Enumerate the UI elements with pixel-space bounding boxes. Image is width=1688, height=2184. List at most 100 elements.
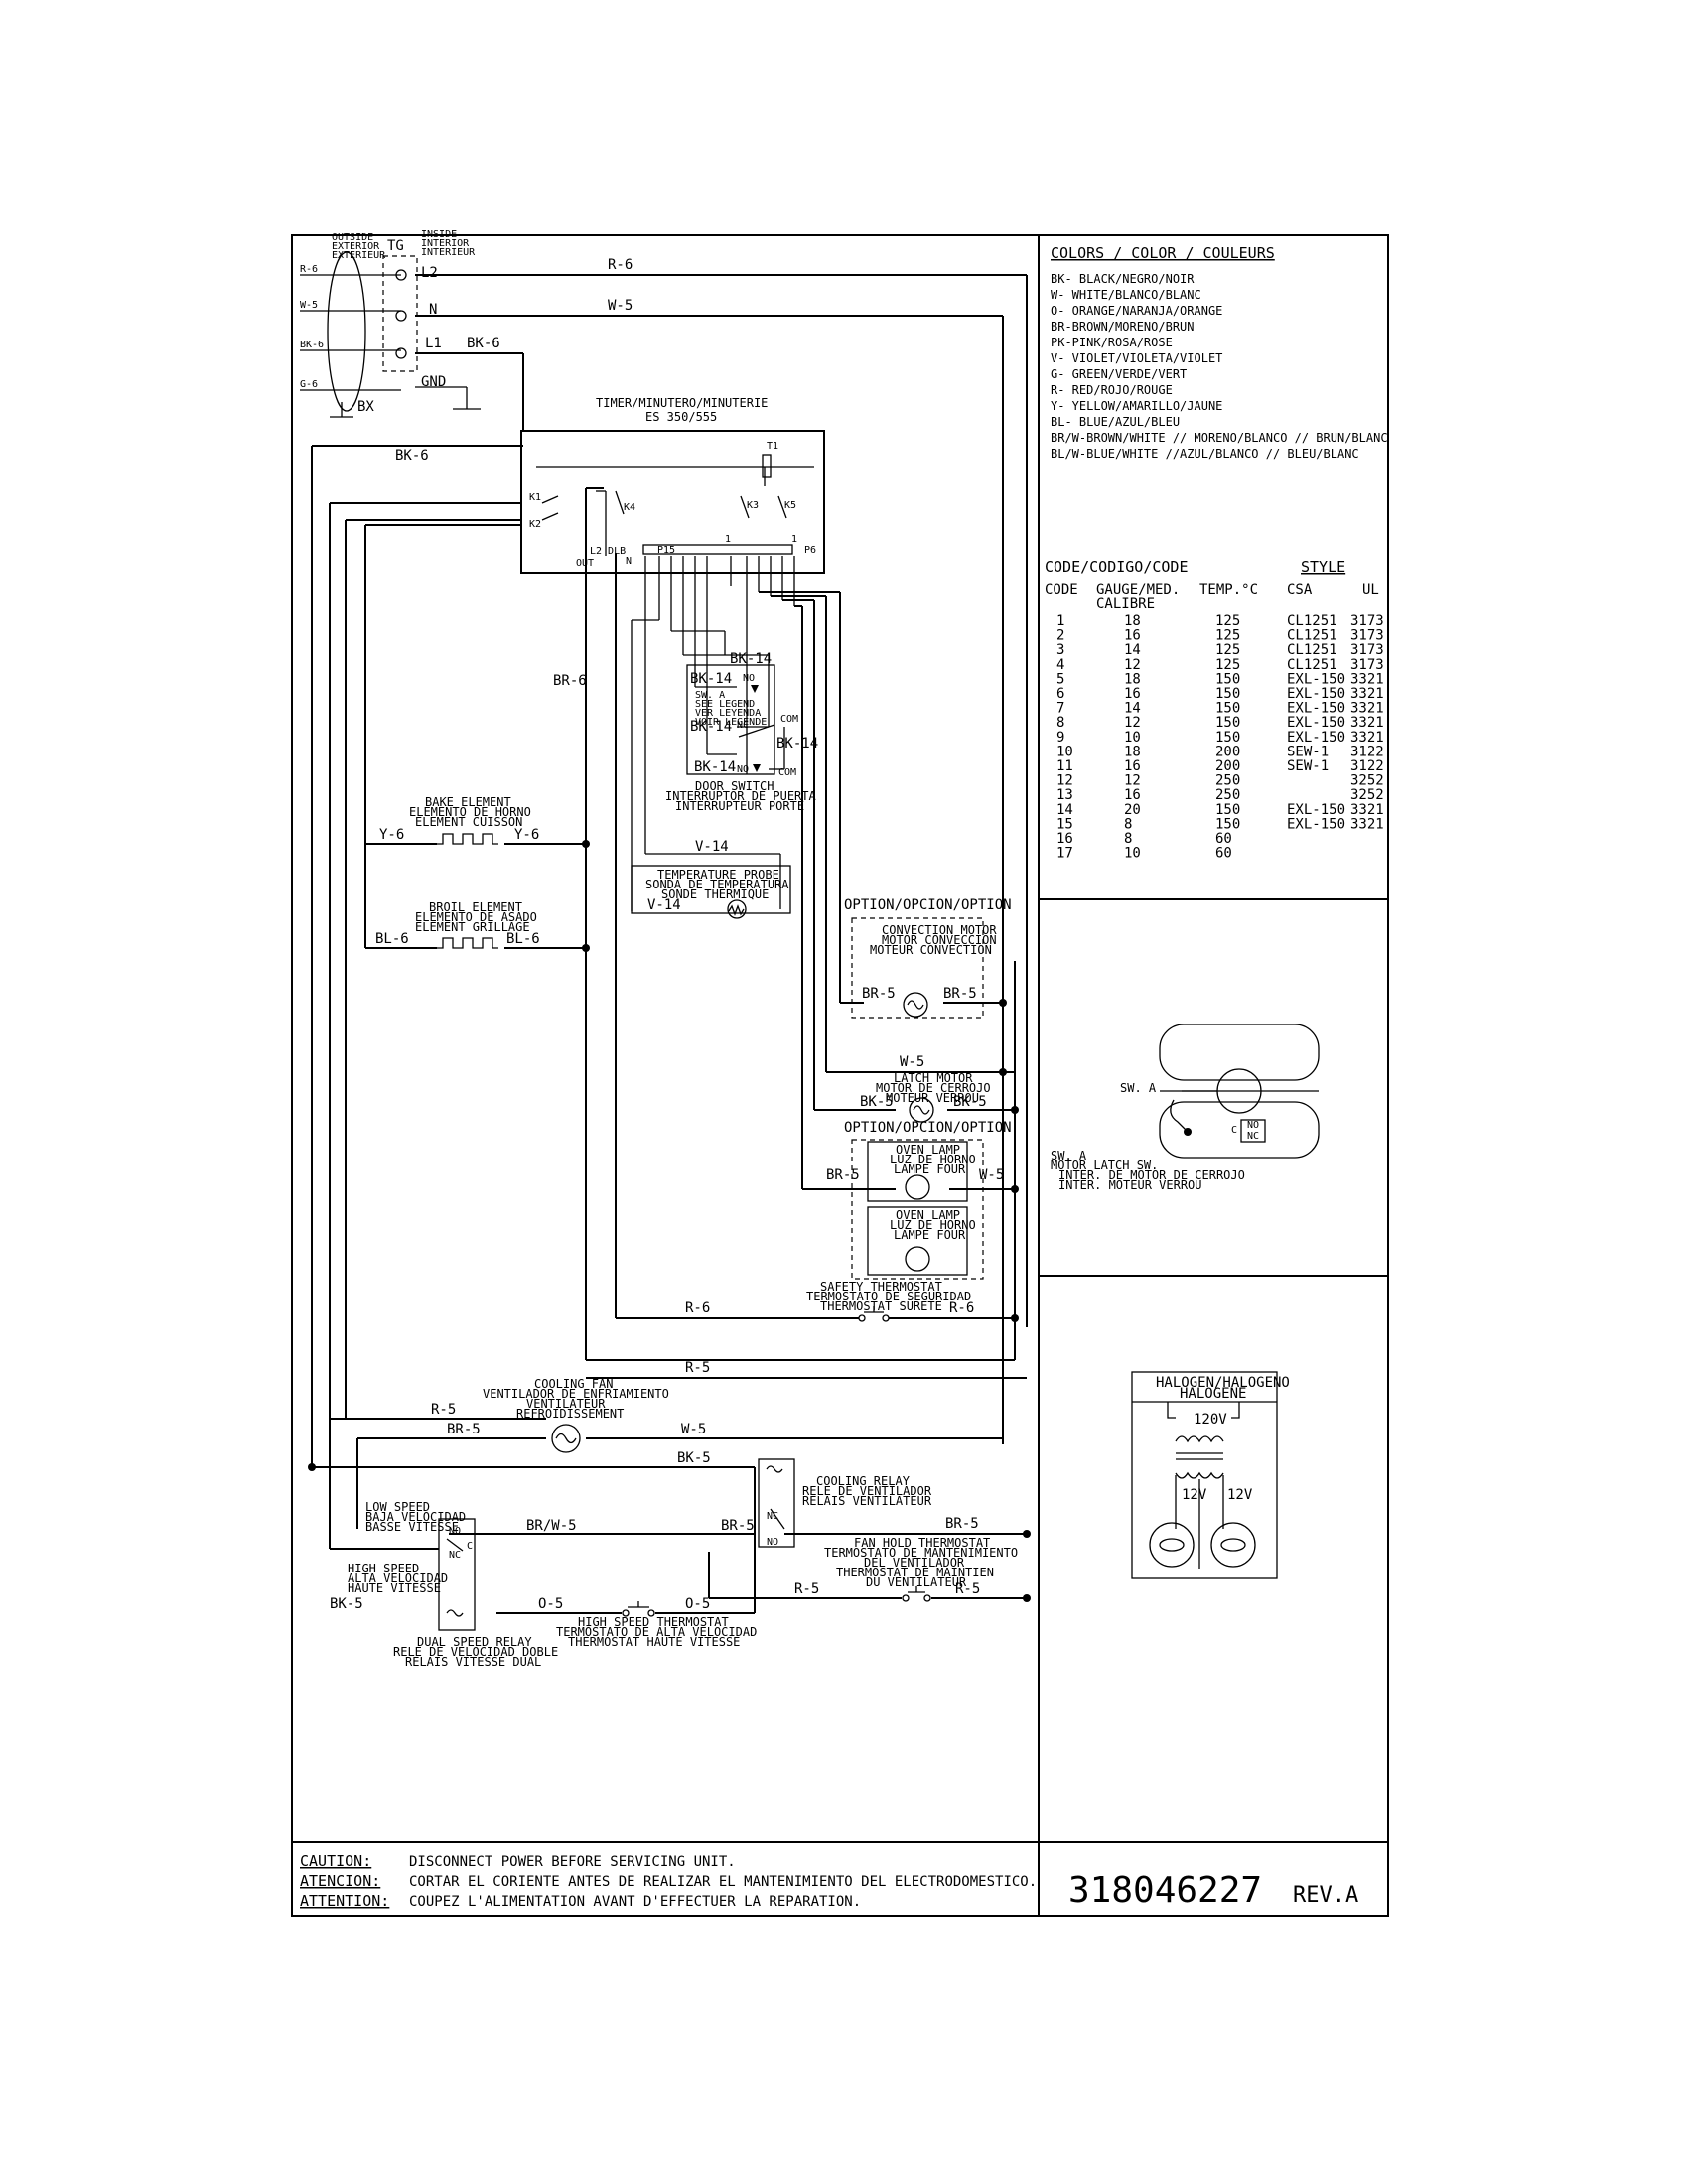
code-cell: EXL-150	[1287, 816, 1345, 832]
code-cell: 3321	[1350, 686, 1384, 702]
bake-wire-left: Y-6	[379, 827, 404, 843]
halogen-secondary-2: 12V	[1227, 1487, 1253, 1503]
code-cell: 16	[1056, 831, 1073, 847]
caution-label-es: ATENCION:	[300, 1872, 380, 1890]
latch-legend-3: INTER. DE MOTOR DE CERROJO	[1058, 1168, 1245, 1182]
wire-w5-top: W-5	[608, 298, 633, 314]
code-cell: EXL-150	[1287, 802, 1345, 818]
code-title: CODE/CODIGO/CODE	[1045, 558, 1189, 576]
color-item-10: BR/W-BROWN/WHITE // MORENO/BLANCO // BRU…	[1051, 431, 1388, 445]
cooling-fan: R-5 COOLING FAN VENTILADOR DE ENFRIAMIEN…	[431, 1360, 711, 1466]
colors-title: COLORS / COLOR / COULEURS	[1051, 244, 1275, 262]
code-cell: 14	[1124, 701, 1141, 717]
outside-2: EXTERIOR	[332, 241, 380, 252]
code-cell: CL1251	[1287, 642, 1337, 658]
terminal-n: N	[429, 302, 437, 318]
code-cell: 125	[1215, 614, 1240, 629]
fan-r5-top: R-5	[685, 1360, 710, 1376]
broil-wire-right: BL-6	[506, 931, 540, 947]
code-cell: EXL-150	[1287, 671, 1345, 687]
code-cell: 12	[1124, 773, 1141, 789]
code-cell: CL1251	[1287, 614, 1337, 629]
ds-wire-2: BK-14	[690, 671, 732, 687]
bake-title-2: ELEMENTO DE HORNO	[409, 805, 531, 819]
lamp2-title-3: LAMPE FOUR	[894, 1228, 966, 1242]
safety-wire-left: R-6	[685, 1300, 710, 1316]
hst-wire-right: O-5	[685, 1596, 710, 1612]
ds-contact-com1: COM	[780, 714, 798, 725]
temperature-probe: V-14 V-14 TEMPERATURE PROBE SONDA DE TEM…	[631, 839, 791, 919]
code-cell: 250	[1215, 773, 1240, 789]
ds-wire-3: BK-14	[690, 719, 732, 735]
cooling-relay: NC NO COOLING RELAY RELE DE VENTILADOR R…	[526, 1458, 979, 1548]
label-bx: BX	[357, 399, 374, 415]
ds-wire-1: BK-14	[730, 651, 772, 667]
latch-wire-left: BK-5	[860, 1094, 894, 1110]
high-speed-thermostat: O-5 O-5 HIGH SPEED THERMOSTAT TERMOSTATO…	[538, 1596, 757, 1649]
revision: REV.A	[1293, 1883, 1358, 1908]
color-item-5: V- VIOLET/VIOLETA/VIOLET	[1051, 351, 1222, 365]
fanhold-title-1: FAN HOLD THERMOSTAT	[854, 1536, 990, 1550]
latch-title-1: LATCH MOTOR	[894, 1071, 973, 1085]
color-item-4: PK-PINK/ROSA/ROSE	[1051, 336, 1173, 349]
high-1: HIGH SPEED	[348, 1562, 419, 1575]
code-cell: 3173	[1350, 614, 1384, 629]
code-cell: 11	[1056, 758, 1073, 774]
ds-contact-no2: NO	[737, 764, 749, 775]
ds-title-2: INTERRUPTOR DE PUERTA	[665, 789, 816, 803]
safety-title-2: TERMOSTATO DE SEGURIDAD	[806, 1290, 971, 1303]
code-cell: 16	[1124, 686, 1141, 702]
terminal-l1: L1	[425, 336, 442, 351]
bake-element: BAKE ELEMENT ELEMENTO DE HORNO ELEMENT C…	[379, 795, 539, 845]
code-h-temp: TEMP.°C	[1199, 582, 1258, 598]
probe-wire-left: V-14	[647, 897, 681, 913]
safety-wire-right: R-6	[949, 1300, 974, 1316]
crelay-no: NO	[767, 1537, 778, 1548]
probe-wire-top: V-14	[695, 839, 729, 855]
broil-element: BROIL ELEMENT ELEMENTO DE ASADO ELEMENT …	[375, 900, 540, 949]
in-bk6: BK-6	[300, 340, 324, 350]
code-cell: 60	[1215, 831, 1232, 847]
latch-contact-c: C	[1231, 1125, 1237, 1136]
code-cell: 2	[1056, 628, 1064, 644]
timer-k5: K5	[784, 500, 796, 511]
halogen-title-2: HALOGENE	[1180, 1386, 1246, 1402]
code-cell: 150	[1215, 730, 1240, 746]
code-cell: 125	[1215, 642, 1240, 658]
terminal-tg: TG	[387, 238, 404, 254]
code-cell: 150	[1215, 715, 1240, 731]
code-cell: 10	[1056, 744, 1073, 759]
srelay-c: C	[467, 1541, 473, 1552]
timer: TIMER/MINUTERO/MINUTERIE ES 350/555 K1 K…	[520, 396, 825, 574]
timer-k3: K3	[747, 500, 759, 511]
code-cell: 12	[1056, 773, 1073, 789]
ds-wire-4: BK-14	[776, 736, 818, 751]
outside-1: OUTSIDE	[332, 232, 373, 243]
srelay-title-3: RELAIS VITESSE DUAL	[405, 1655, 541, 1669]
code-h-csa: CSA	[1287, 582, 1313, 598]
inside-1: INSIDE	[421, 229, 457, 240]
code-cell: 13	[1056, 787, 1073, 803]
caution-text-en: DISCONNECT POWER BEFORE SERVICING UNIT.	[409, 1854, 736, 1870]
probe-title-2: SONDA DE TEMPERATURA	[645, 878, 789, 891]
crelay-title-3: RELAIS VENTILATEUR	[802, 1494, 932, 1508]
code-cell: 200	[1215, 758, 1240, 774]
color-item-8: Y- YELLOW/AMARILLO/JAUNE	[1051, 399, 1222, 413]
junction-dots	[308, 840, 1031, 1602]
code-cell: 250	[1215, 787, 1240, 803]
timer-l2dlb: L2 DLB	[590, 546, 626, 557]
hst-title-2: TERMOSTATO DE ALTA VELOCIDAD	[556, 1625, 757, 1639]
caution-text-es: CORTAR EL CORIENTE ANTES DE REALIZAR EL …	[409, 1874, 1037, 1890]
crelay-title-1: COOLING RELAY	[816, 1474, 911, 1488]
code-cell: 3122	[1350, 758, 1384, 774]
wires	[300, 274, 1028, 1614]
code-cell: 3252	[1350, 773, 1384, 789]
halogen-primary: 120V	[1194, 1412, 1227, 1428]
code-cell: 7	[1056, 701, 1064, 717]
outside-3: EXTERIEUR	[332, 250, 386, 261]
probe-title-3: SONDE THERMIQUE	[661, 887, 769, 901]
color-item-9: BL- BLUE/AZUL/BLEU	[1051, 415, 1180, 429]
code-cell: 150	[1215, 802, 1240, 818]
code-h-code: CODE	[1045, 582, 1078, 598]
fan-hold-thermostat: FAN HOLD THERMOSTAT TERMOSTATO DE MANTEN…	[794, 1536, 1018, 1602]
